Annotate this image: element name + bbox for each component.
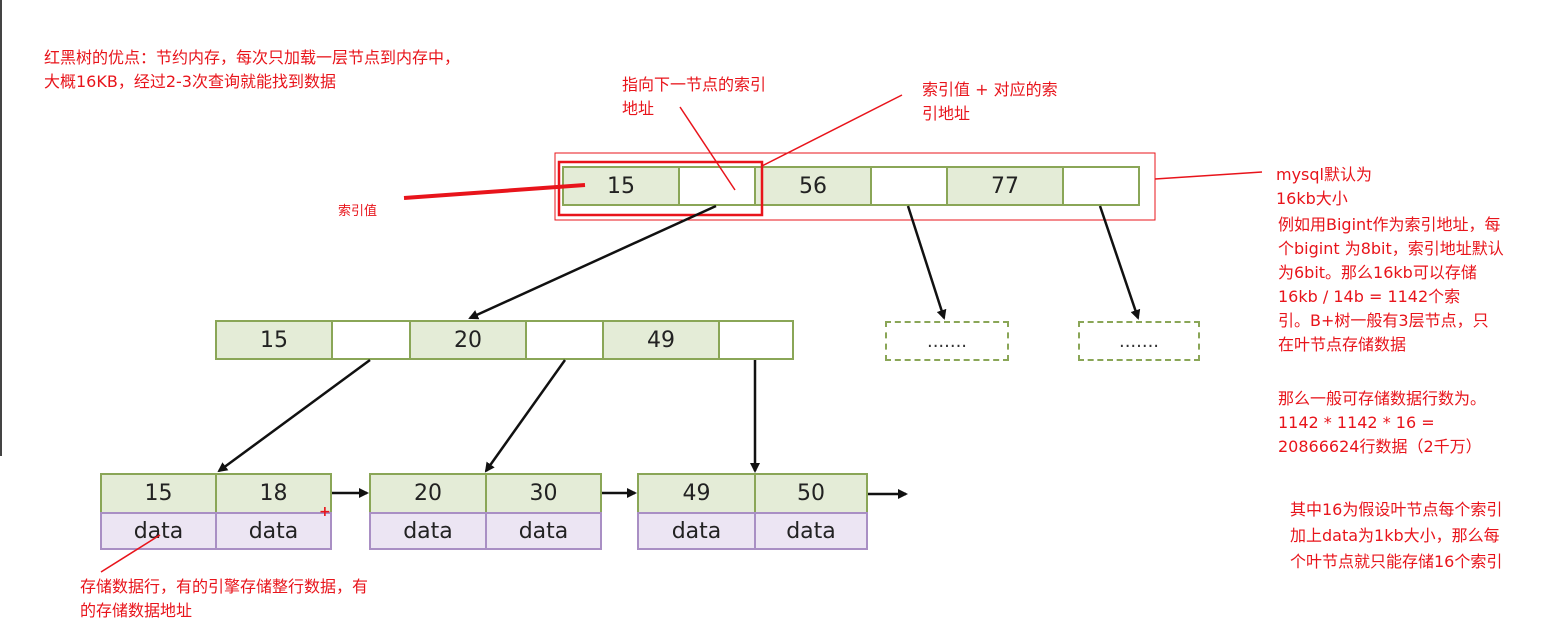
note-line: 存储数据行，有的引擎存储整行数据，有 <box>80 577 369 596</box>
root-pointer <box>1062 166 1140 206</box>
note-data-row: 存储数据行，有的引擎存储整行数据，有 的存储数据地址 <box>80 575 368 623</box>
note-line: 引地址 <box>922 104 971 123</box>
root-key: 77 <box>946 166 1064 206</box>
note-index-value-address: 索引值 + 对应的索 引地址 <box>922 78 1058 126</box>
note-line: 引。B+树一般有3层节点，只 <box>1278 311 1489 330</box>
note-calculation: 例如用Bigint作为索引地址，每 个bigint 为8bit，索引地址默认 为… <box>1278 213 1504 459</box>
arrow <box>468 204 717 320</box>
leaf-data: data <box>100 512 217 550</box>
note-line: mysql默认为 <box>1276 165 1372 184</box>
note-line: 16kb大小 <box>1276 189 1348 208</box>
data-row-line <box>100 534 161 573</box>
note-line: 1142 * 1142 * 16 = <box>1278 413 1435 432</box>
index-value-pointer-line <box>403 183 586 200</box>
leaf-key: 18 <box>215 473 332 514</box>
mysql-default-line <box>1154 171 1263 180</box>
index-address-line <box>761 94 903 167</box>
arrow <box>484 359 567 473</box>
note-index-value: 索引值 <box>338 204 378 219</box>
note-line: 大概16KB，经过2-3次查询就能找到数据 <box>44 72 336 91</box>
internal-pointer <box>718 320 794 360</box>
placeholder-node: ....... <box>885 321 1009 361</box>
arrow <box>1098 205 1141 320</box>
first-entry-highlight <box>557 160 764 217</box>
arrow <box>217 358 371 473</box>
placeholder-node: ....... <box>1078 321 1200 361</box>
note-line: 个叶节点就只能存储16个索引 <box>1290 552 1503 571</box>
note-leaf-node-capacity: 其中16为假设叶节点每个索引 加上data为1kb大小，那么每 个叶节点就只能存… <box>1290 497 1502 575</box>
note-line: 加上data为1kb大小，那么每 <box>1290 526 1500 545</box>
note-line: 那么一般可存储数据行数为。 <box>1278 389 1487 408</box>
note-pointer-address: 指向下一节点的索引 地址 <box>622 73 766 121</box>
note-line: 个bigint 为8bit，索引地址默认 <box>1278 239 1504 258</box>
leaf-key: 30 <box>485 473 602 514</box>
left-border-line <box>0 0 2 456</box>
note-line: 红黑树的优点：节约内存，每次只加载一层节点到内存中， <box>44 48 461 67</box>
note-red-black-tree-advantage: 红黑树的优点：节约内存，每次只加载一层节点到内存中， 大概16KB，经过2-3次… <box>44 46 460 94</box>
leaf-data: data <box>369 512 487 550</box>
note-line: 20866624行数据（2千万） <box>1278 437 1482 456</box>
note-line: 为6bit。那么16kb可以存储 <box>1278 263 1477 282</box>
note-line: 其中16为假设叶节点每个索引 <box>1290 500 1503 519</box>
internal-key: 15 <box>215 320 333 360</box>
root-key: 56 <box>754 166 872 206</box>
note-line: 索引值 + 对应的索 <box>922 80 1058 99</box>
internal-pointer <box>331 320 411 360</box>
leaf-data: data <box>215 512 332 550</box>
note-line: 地址 <box>622 99 655 118</box>
note-line: 16kb / 14b = 1142个索 <box>1278 287 1461 306</box>
leaf-data: data <box>754 512 868 550</box>
note-line: 在叶节点存储数据 <box>1278 335 1407 354</box>
plus-marker: + <box>319 504 331 520</box>
note-mysql-default: mysql默认为 16kb大小 <box>1276 163 1372 211</box>
note-line: 的存储数据地址 <box>80 601 193 620</box>
leaf-data: data <box>485 512 602 550</box>
leaf-key: 15 <box>100 473 217 514</box>
note-line: 例如用Bigint作为索引地址，每 <box>1278 215 1501 234</box>
arrow <box>906 205 947 320</box>
note-line: 指向下一节点的索引 <box>622 75 767 94</box>
pointer-address-line <box>679 106 736 191</box>
